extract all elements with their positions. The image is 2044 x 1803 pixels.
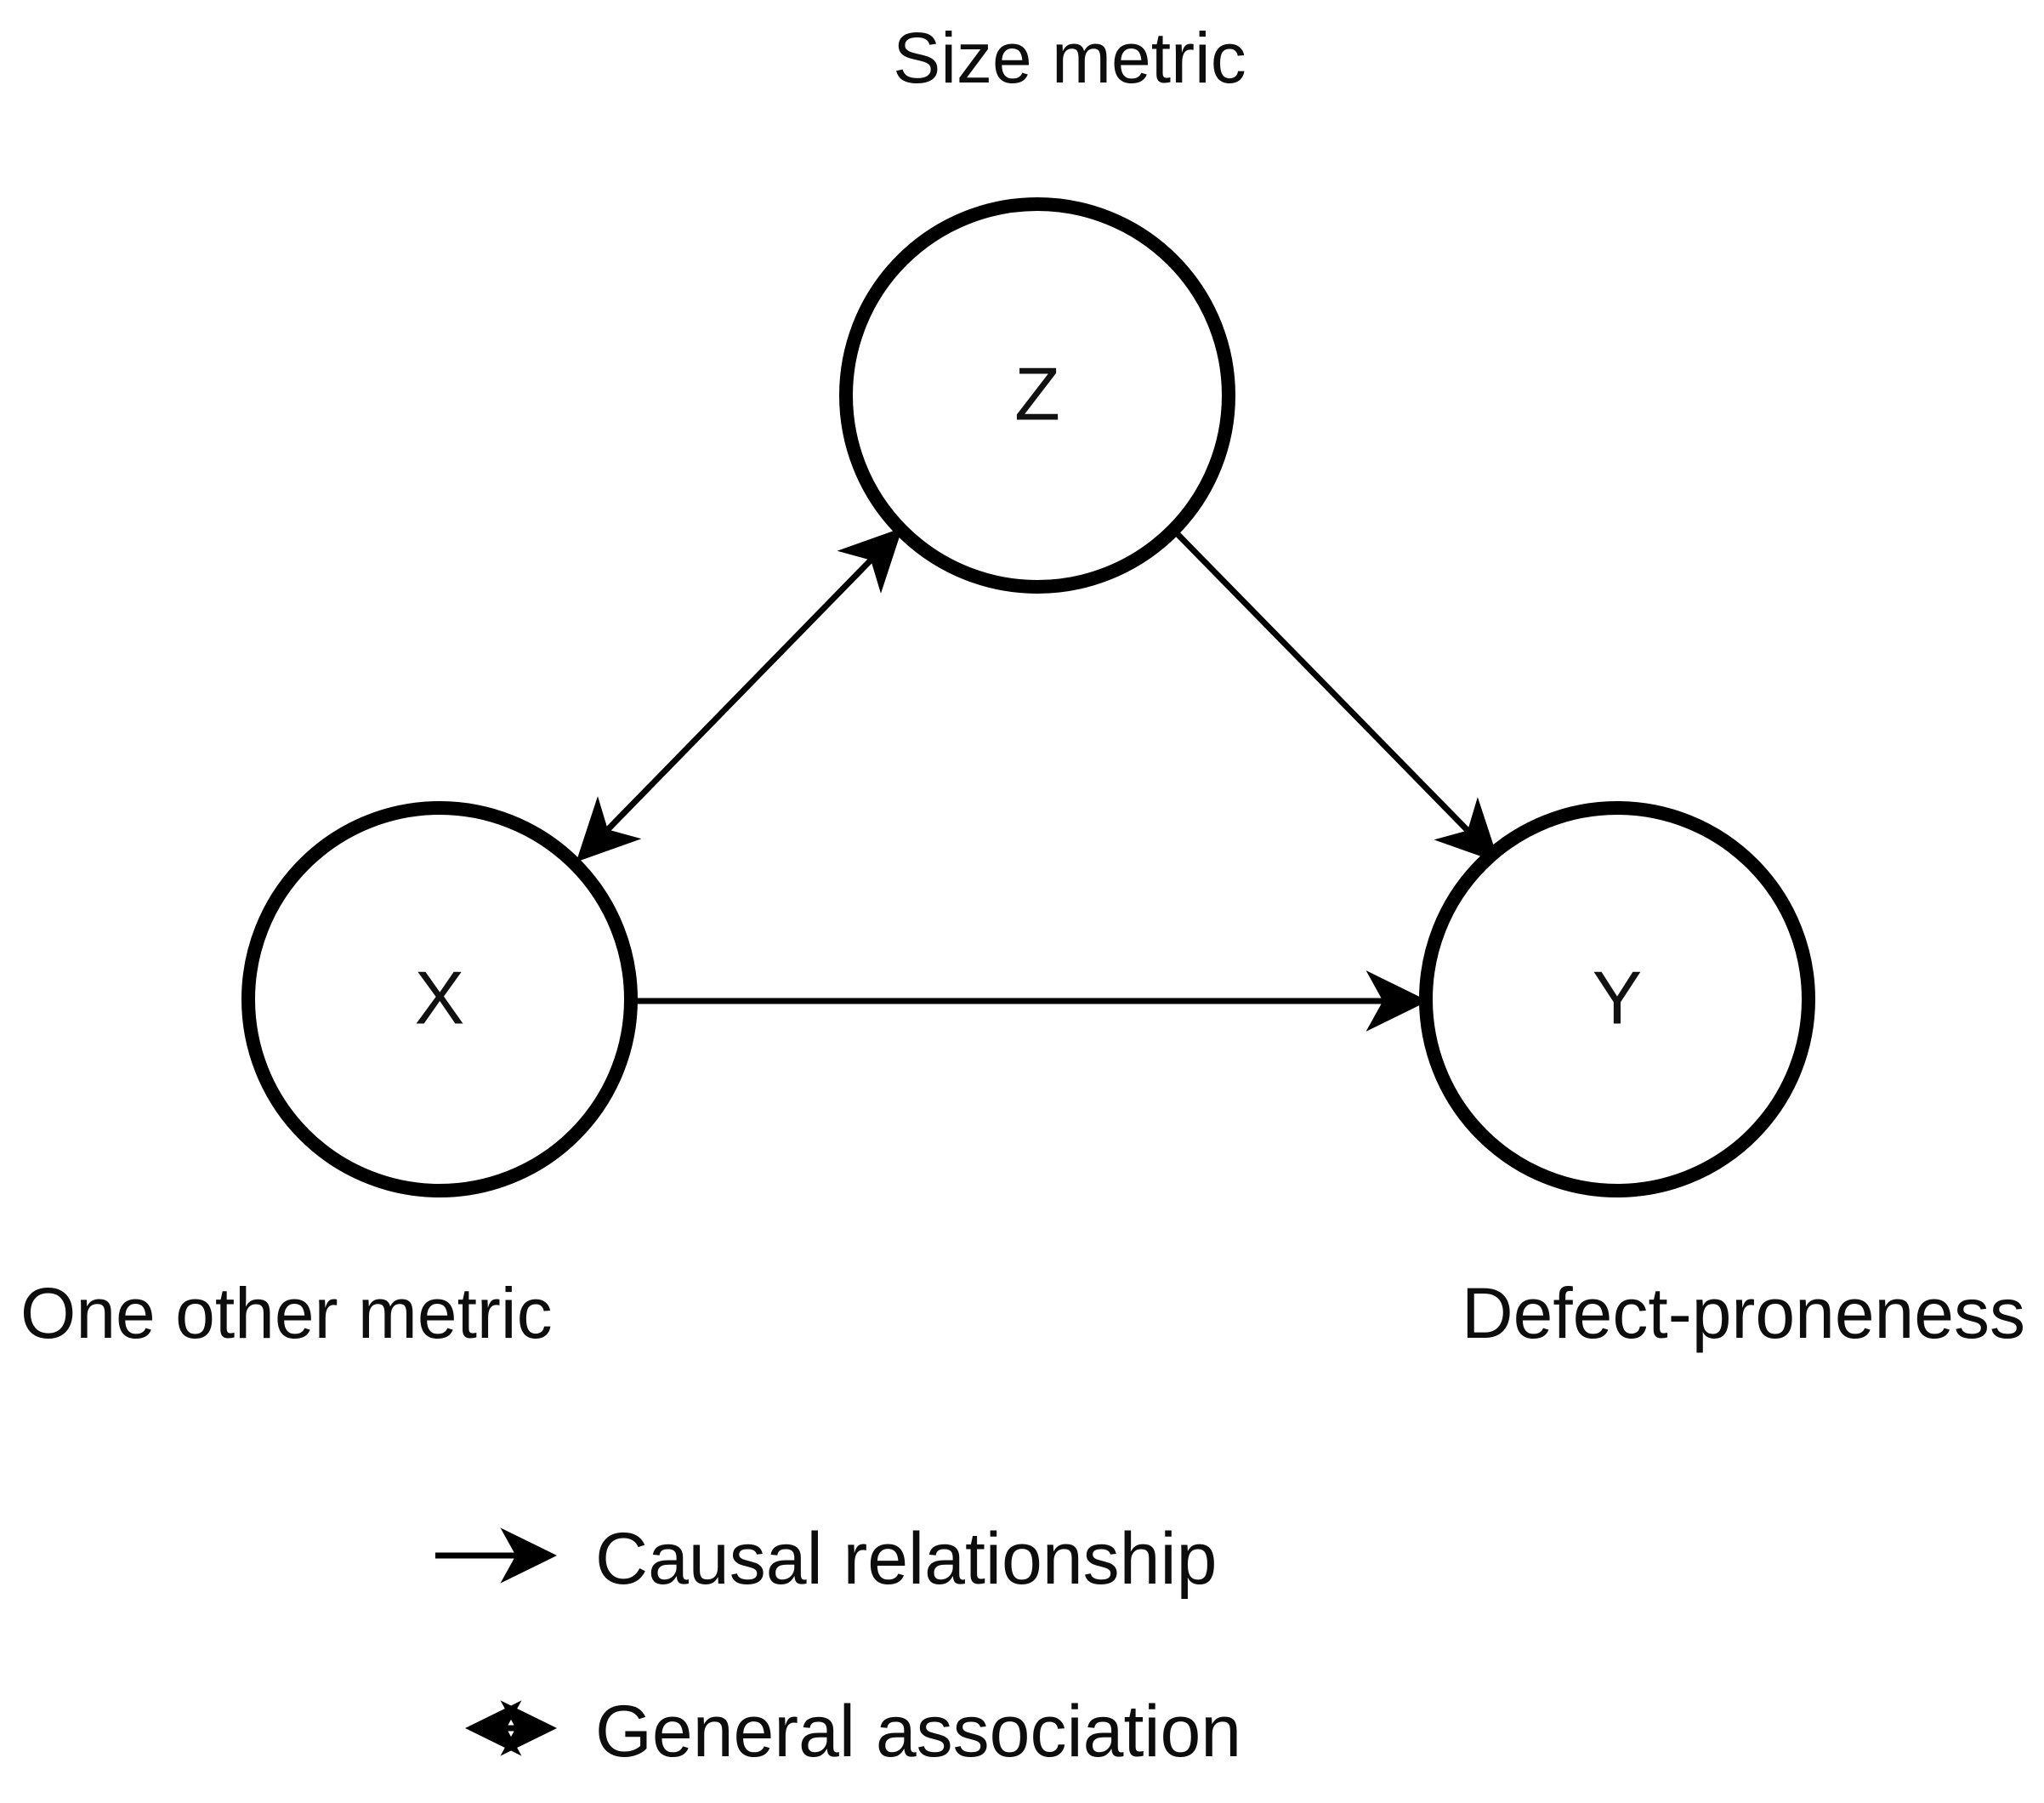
caption-one-other-metric: One other metric [20,1273,553,1353]
node-y[interactable]: Y [1419,801,1815,1197]
node-z[interactable]: Z [839,197,1235,594]
legend-item-causal: Causal relationship [435,1518,1217,1600]
legend-association-label: General association [595,1691,1241,1772]
edge-z-y [1172,529,1500,863]
node-x-label: X [415,955,465,1039]
caption-size-metric: Size metric [893,18,1246,98]
node-z-label: Z [1014,351,1060,435]
node-z-circle[interactable] [839,197,1235,594]
legend-causal-label: Causal relationship [595,1518,1217,1600]
legend-item-association: General association [464,1691,1241,1772]
edge-x-z [576,527,903,862]
node-y-label: Y [1593,955,1643,1039]
node-x-circle[interactable] [241,801,638,1197]
node-y-circle[interactable] [1419,801,1815,1197]
node-x[interactable]: X [241,801,638,1197]
caption-defect-proneness: Defect-proneness [1462,1273,2025,1353]
